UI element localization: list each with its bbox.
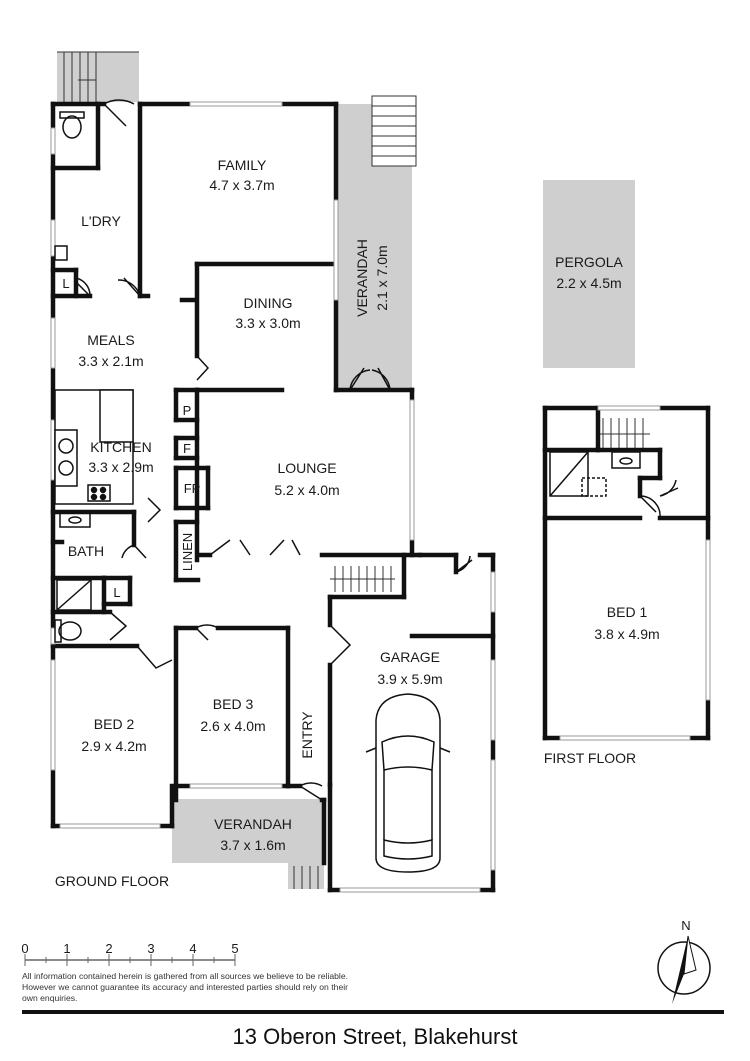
family-name: FAMILY [218,157,267,173]
toilet-icon-2 [58,621,82,641]
toilet-icon [62,115,82,139]
bed2-name: BED 2 [94,716,135,732]
pantry-label: P [183,403,192,418]
internal-stairs [330,566,395,592]
fridge-label: F [183,441,191,456]
door-swings [75,99,473,801]
ensuite-vanity-icon [611,451,641,469]
footer-rule [22,1010,724,1014]
ground-floor-label: GROUND FLOOR [55,873,169,889]
linen-name: LINEN [180,533,195,571]
car-icon [365,693,451,873]
rear-stairs [57,51,139,102]
garage-name: GARAGE [380,649,440,665]
bed1-size: 3.8 x 4.9m [594,626,659,642]
lounge-name: LOUNGE [277,460,336,476]
front-steps-area [288,863,324,889]
kitchen-name: KITCHEN [90,439,151,455]
first-floor-label: FIRST FLOOR [544,750,636,766]
scale-tick-2: 2 [105,941,112,956]
garage-size: 3.9 x 5.9m [377,671,442,687]
first-floor-windows [559,405,711,741]
dining-size: 3.3 x 3.0m [235,315,300,331]
bed1-name: BED 1 [607,604,648,620]
lounge-size: 5.2 x 4.0m [274,482,339,498]
pergola-size: 2.2 x 4.5m [556,275,621,291]
fireplace-label: FP [184,481,201,496]
scale-tick-4: 4 [189,941,196,956]
scale-tick-0: 0 [21,941,28,956]
front-verandah-name: VERANDAH [214,816,292,832]
disclaimer-text: All information contained herein is gath… [22,971,348,1003]
first-floor-walls [542,405,711,741]
pergola [543,180,635,368]
pergola-name: PERGOLA [555,254,623,270]
front-verandah [172,799,324,863]
bed3-size: 2.6 x 4.0m [200,718,265,734]
entry-name: ENTRY [299,711,315,759]
side-verandah-size: 2.1 x 7.0m [374,245,390,310]
front-stairs [293,866,319,889]
scale-tick-3: 3 [147,941,154,956]
first-floor-stairs [598,418,650,448]
bed2-size: 2.9 x 4.2m [81,738,146,754]
compass-north-label: N [681,918,690,933]
verandah-stairs [371,95,417,167]
scale-tick-5: 5 [231,941,238,956]
rear-steps-area [57,52,139,102]
cooktop-icon [87,484,111,502]
scale-tick-1: 1 [63,941,70,956]
first-floor-door-swings [639,479,679,519]
bed3-name: BED 3 [213,696,254,712]
laundry-name: L'DRY [81,213,121,229]
meals-size: 3.3 x 2.1m [78,353,143,369]
kitchen-size: 3.3 x 2.9m [88,459,153,475]
laundry-linen-label: L [62,276,69,291]
laundry-tub-icon [54,245,68,261]
ensuite-toilet-icon [581,477,607,497]
side-verandah-name: VERANDAH [354,239,370,317]
front-verandah-size: 3.7 x 1.6m [220,837,285,853]
fixtures [54,111,641,643]
scale-bar: 0 1 2 3 4 5 [21,941,239,966]
meals-name: MEALS [87,332,134,348]
bath-linen-label: L [113,585,120,600]
compass-icon: N [657,918,711,1004]
shower-icon [56,579,92,611]
family-size: 4.7 x 3.7m [209,177,274,193]
property-address: 13 Oberon Street, Blakehurst [232,1024,518,1049]
vanity-icon [59,512,91,528]
bath-name: BATH [68,543,104,559]
dining-name: DINING [244,295,293,311]
